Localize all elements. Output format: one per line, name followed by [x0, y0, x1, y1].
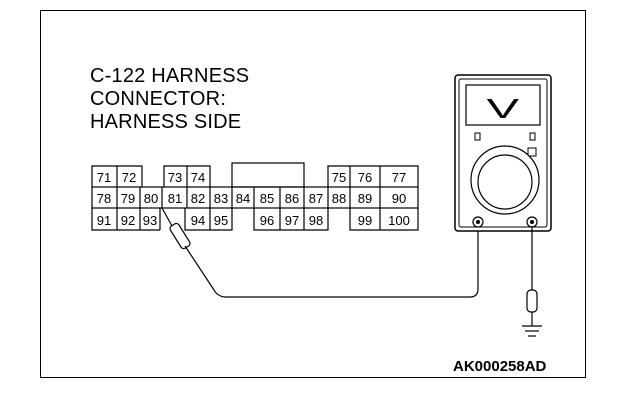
pin-75: 75 — [332, 170, 346, 185]
pin-90: 90 — [392, 191, 406, 206]
volt-symbol-icon: V — [487, 93, 520, 124]
test-probe — [161, 207, 479, 298]
pin-98: 98 — [309, 213, 323, 228]
pin-99: 99 — [358, 213, 372, 228]
pin-91: 91 — [97, 213, 111, 228]
pin-100: 100 — [388, 213, 410, 228]
pin-97: 97 — [285, 213, 299, 228]
pin-74: 74 — [191, 170, 205, 185]
pin-94: 94 — [191, 213, 205, 228]
pin-78: 78 — [97, 191, 111, 206]
pin-92: 92 — [121, 213, 135, 228]
pin-93: 93 — [143, 213, 157, 228]
meter-display — [465, 84, 541, 126]
harness-connector — [91, 162, 419, 231]
pin-89: 89 — [358, 191, 372, 206]
pin-79: 79 — [121, 191, 135, 206]
title-line-2: CONNECTOR: — [90, 88, 227, 110]
pin-83: 83 — [214, 191, 228, 206]
ground-clip-icon — [526, 289, 538, 313]
pin-84: 84 — [236, 191, 250, 206]
meter-dial-knob-icon — [477, 154, 533, 210]
diagram-frame — [40, 10, 586, 378]
pin-71: 71 — [97, 170, 111, 185]
pin-80: 80 — [144, 191, 158, 206]
pin-72: 72 — [122, 170, 136, 185]
pin-77: 77 — [392, 170, 406, 185]
multimeter: V — [454, 74, 552, 232]
pin-73: 73 — [168, 170, 182, 185]
ground-lead — [522, 226, 542, 337]
title-line-1: C-122 HARNESS — [90, 65, 250, 87]
pin-76: 76 — [358, 170, 372, 185]
meter-switch-left-icon — [474, 132, 481, 141]
pin-88: 88 — [332, 191, 346, 206]
probe-tip — [161, 207, 173, 227]
pin-96: 96 — [260, 213, 274, 228]
figure-code: AK000258AD — [453, 358, 547, 375]
probe-body — [169, 222, 191, 250]
pin-86: 86 — [285, 191, 299, 206]
title-line-3: HARNESS SIDE — [90, 111, 242, 133]
probe-lead-wire — [184, 226, 479, 298]
pin-95: 95 — [214, 213, 228, 228]
pin-81: 81 — [168, 191, 182, 206]
meter-switch-right-icon — [529, 132, 536, 141]
pin-85: 85 — [260, 191, 274, 206]
pin-82: 82 — [191, 191, 205, 206]
meter-button-icon — [527, 147, 537, 157]
pin-87: 87 — [309, 191, 323, 206]
